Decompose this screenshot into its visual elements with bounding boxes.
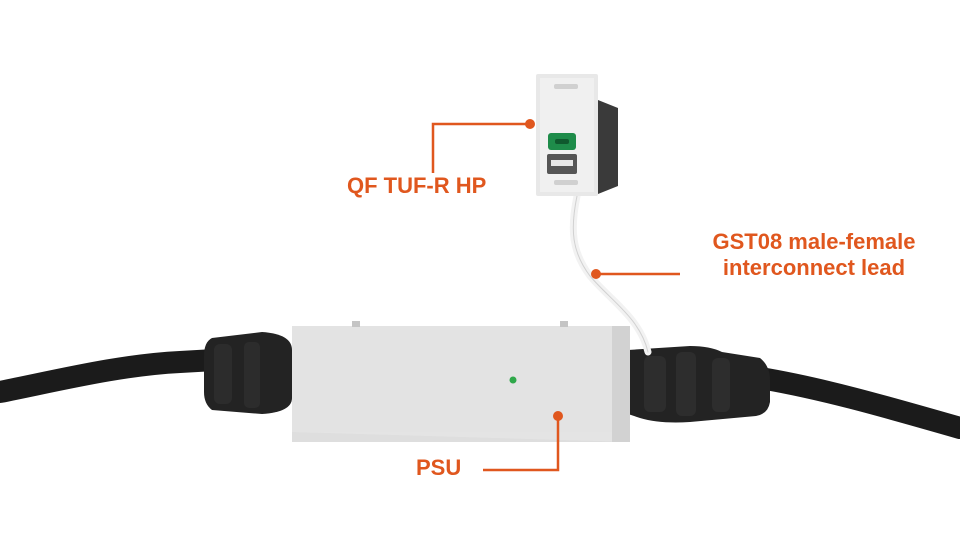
lead-label: GST08 male-female interconnect lead — [664, 229, 960, 281]
usb-outlet-module — [536, 74, 618, 196]
right-connector — [628, 346, 770, 423]
lead-label-line-2: interconnect lead — [722, 255, 906, 280]
psu-unit — [292, 321, 630, 442]
mains-cable-right — [749, 367, 960, 439]
lead-label-line-1: GST08 male-female — [712, 229, 916, 254]
psu-callout-line — [483, 418, 560, 472]
callout-lines — [431, 119, 680, 472]
lead-callout-dot — [591, 269, 601, 279]
module-label: QF TUF-R HP — [347, 173, 487, 198]
module-callout-line — [431, 122, 528, 173]
psu-label: PSU — [416, 455, 462, 480]
psu-callout-dot — [553, 411, 563, 421]
mains-cable-left — [0, 349, 226, 403]
psu-indicator-led — [509, 376, 517, 384]
left-connector — [204, 332, 292, 414]
module-callout-dot — [525, 119, 535, 129]
